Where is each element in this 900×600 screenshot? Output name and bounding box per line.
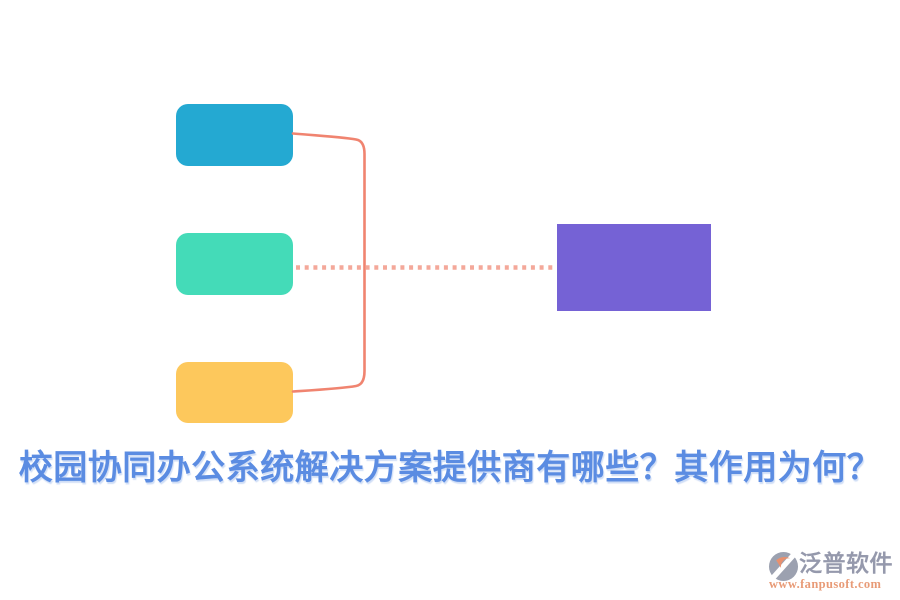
brand-name: 泛普软件 [799,550,893,576]
fanpu-logo-icon [768,551,799,582]
brand-url: www.fanpusoft.com [769,577,882,591]
diagram-node-middle [176,233,293,295]
diagram-node-bottom [176,362,293,423]
brand-watermark: 泛普软件 www.fanpusoft.com [768,549,894,594]
diagram-node-right [557,224,711,311]
bracket-connector [291,132,366,393]
diagram-node-top [176,104,293,166]
page-title: 校园协同办公系统解决方案提供商有哪些？其作用为何？ [18,449,882,487]
